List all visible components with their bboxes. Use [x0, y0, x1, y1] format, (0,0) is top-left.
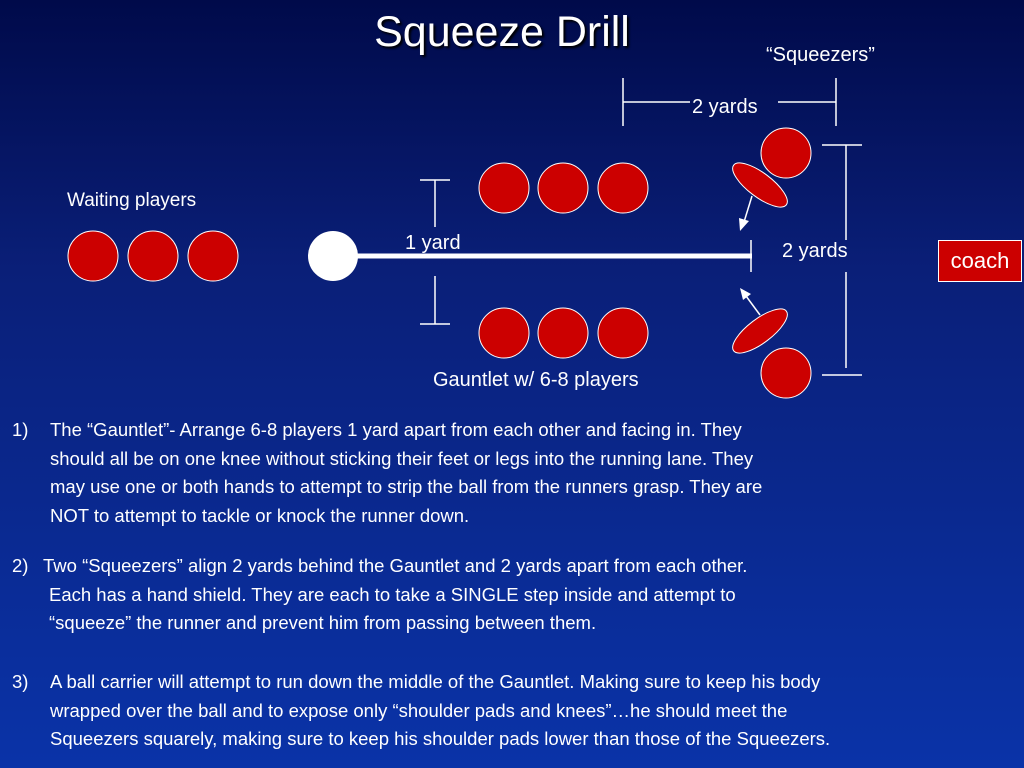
two-yards-right-bracket — [822, 144, 862, 376]
step-number: 1) — [12, 419, 29, 440]
step-number: 2) — [12, 555, 29, 576]
step-line: Two “Squeezers” align 2 yards behind the… — [43, 555, 748, 576]
step-line: may use one or both hands to attempt to … — [50, 476, 763, 497]
waiting-player — [127, 230, 179, 282]
gauntlet-player — [537, 162, 589, 214]
step-line: A ball carrier will attempt to run down … — [50, 671, 821, 692]
step-line: Squeezers squarely, making sure to keep … — [50, 728, 831, 749]
arrow-head — [740, 288, 751, 300]
gauntlet-player — [537, 307, 589, 359]
step-1: 1) The “Gauntlet”- Arrange 6-8 players 1… — [12, 416, 762, 530]
ball-carrier — [308, 231, 358, 281]
top-squeezer — [732, 127, 812, 231]
one-yard-bracket — [420, 179, 450, 325]
gauntlet-player — [597, 307, 649, 359]
waiting-player — [187, 230, 239, 282]
gauntlet-player — [597, 162, 649, 214]
bottom-squeezer — [732, 288, 812, 399]
waiting-players-label: Waiting players — [67, 190, 197, 211]
hand-shield — [732, 162, 788, 208]
step-line: NOT to attempt to tackle or knock the ru… — [50, 504, 470, 526]
squeezers-label: “Squeezers” — [766, 44, 875, 66]
step-arrow-up — [745, 295, 761, 316]
waiting-player — [67, 230, 119, 282]
arrow-head — [739, 218, 749, 231]
step-3: 3) A ball carrier will attempt to run do… — [12, 668, 830, 754]
waiting-players-group — [67, 230, 239, 282]
drill-diagram — [67, 78, 862, 399]
step-line: “squeeze” the runner and prevent him fro… — [49, 612, 597, 633]
step-line: wrapped over the ball and to expose only… — [50, 699, 788, 721]
gauntlet-player — [478, 162, 530, 214]
coach-box: coach — [938, 240, 1022, 282]
squeezer-player — [760, 347, 812, 399]
step-arrow-down — [743, 195, 753, 223]
gauntlet-player — [478, 307, 530, 359]
gauntlet-bottom-row — [478, 307, 649, 359]
step-line: The “Gauntlet”- Arrange 6-8 players 1 ya… — [50, 419, 742, 440]
two-yards-top-label: 2 yards — [692, 96, 758, 118]
one-yard-label: 1 yard — [405, 232, 461, 254]
gauntlet-label: Gauntlet w/ 6-8 players — [433, 369, 639, 391]
step-number: 3) — [12, 671, 29, 692]
squeezer-player — [760, 127, 812, 179]
step-2: 2) Two “Squeezers” align 2 yards behind … — [12, 552, 747, 638]
two-yards-top-bracket — [622, 78, 837, 126]
hand-shield — [732, 308, 788, 354]
gauntlet-top-row — [478, 162, 649, 214]
two-yards-right-label: 2 yards — [782, 240, 848, 262]
step-line: should all be on one knee without sticki… — [50, 447, 754, 469]
slide-title: Squeeze Drill — [374, 8, 630, 56]
step-line: Each has a hand shield. They are each to… — [49, 583, 736, 605]
